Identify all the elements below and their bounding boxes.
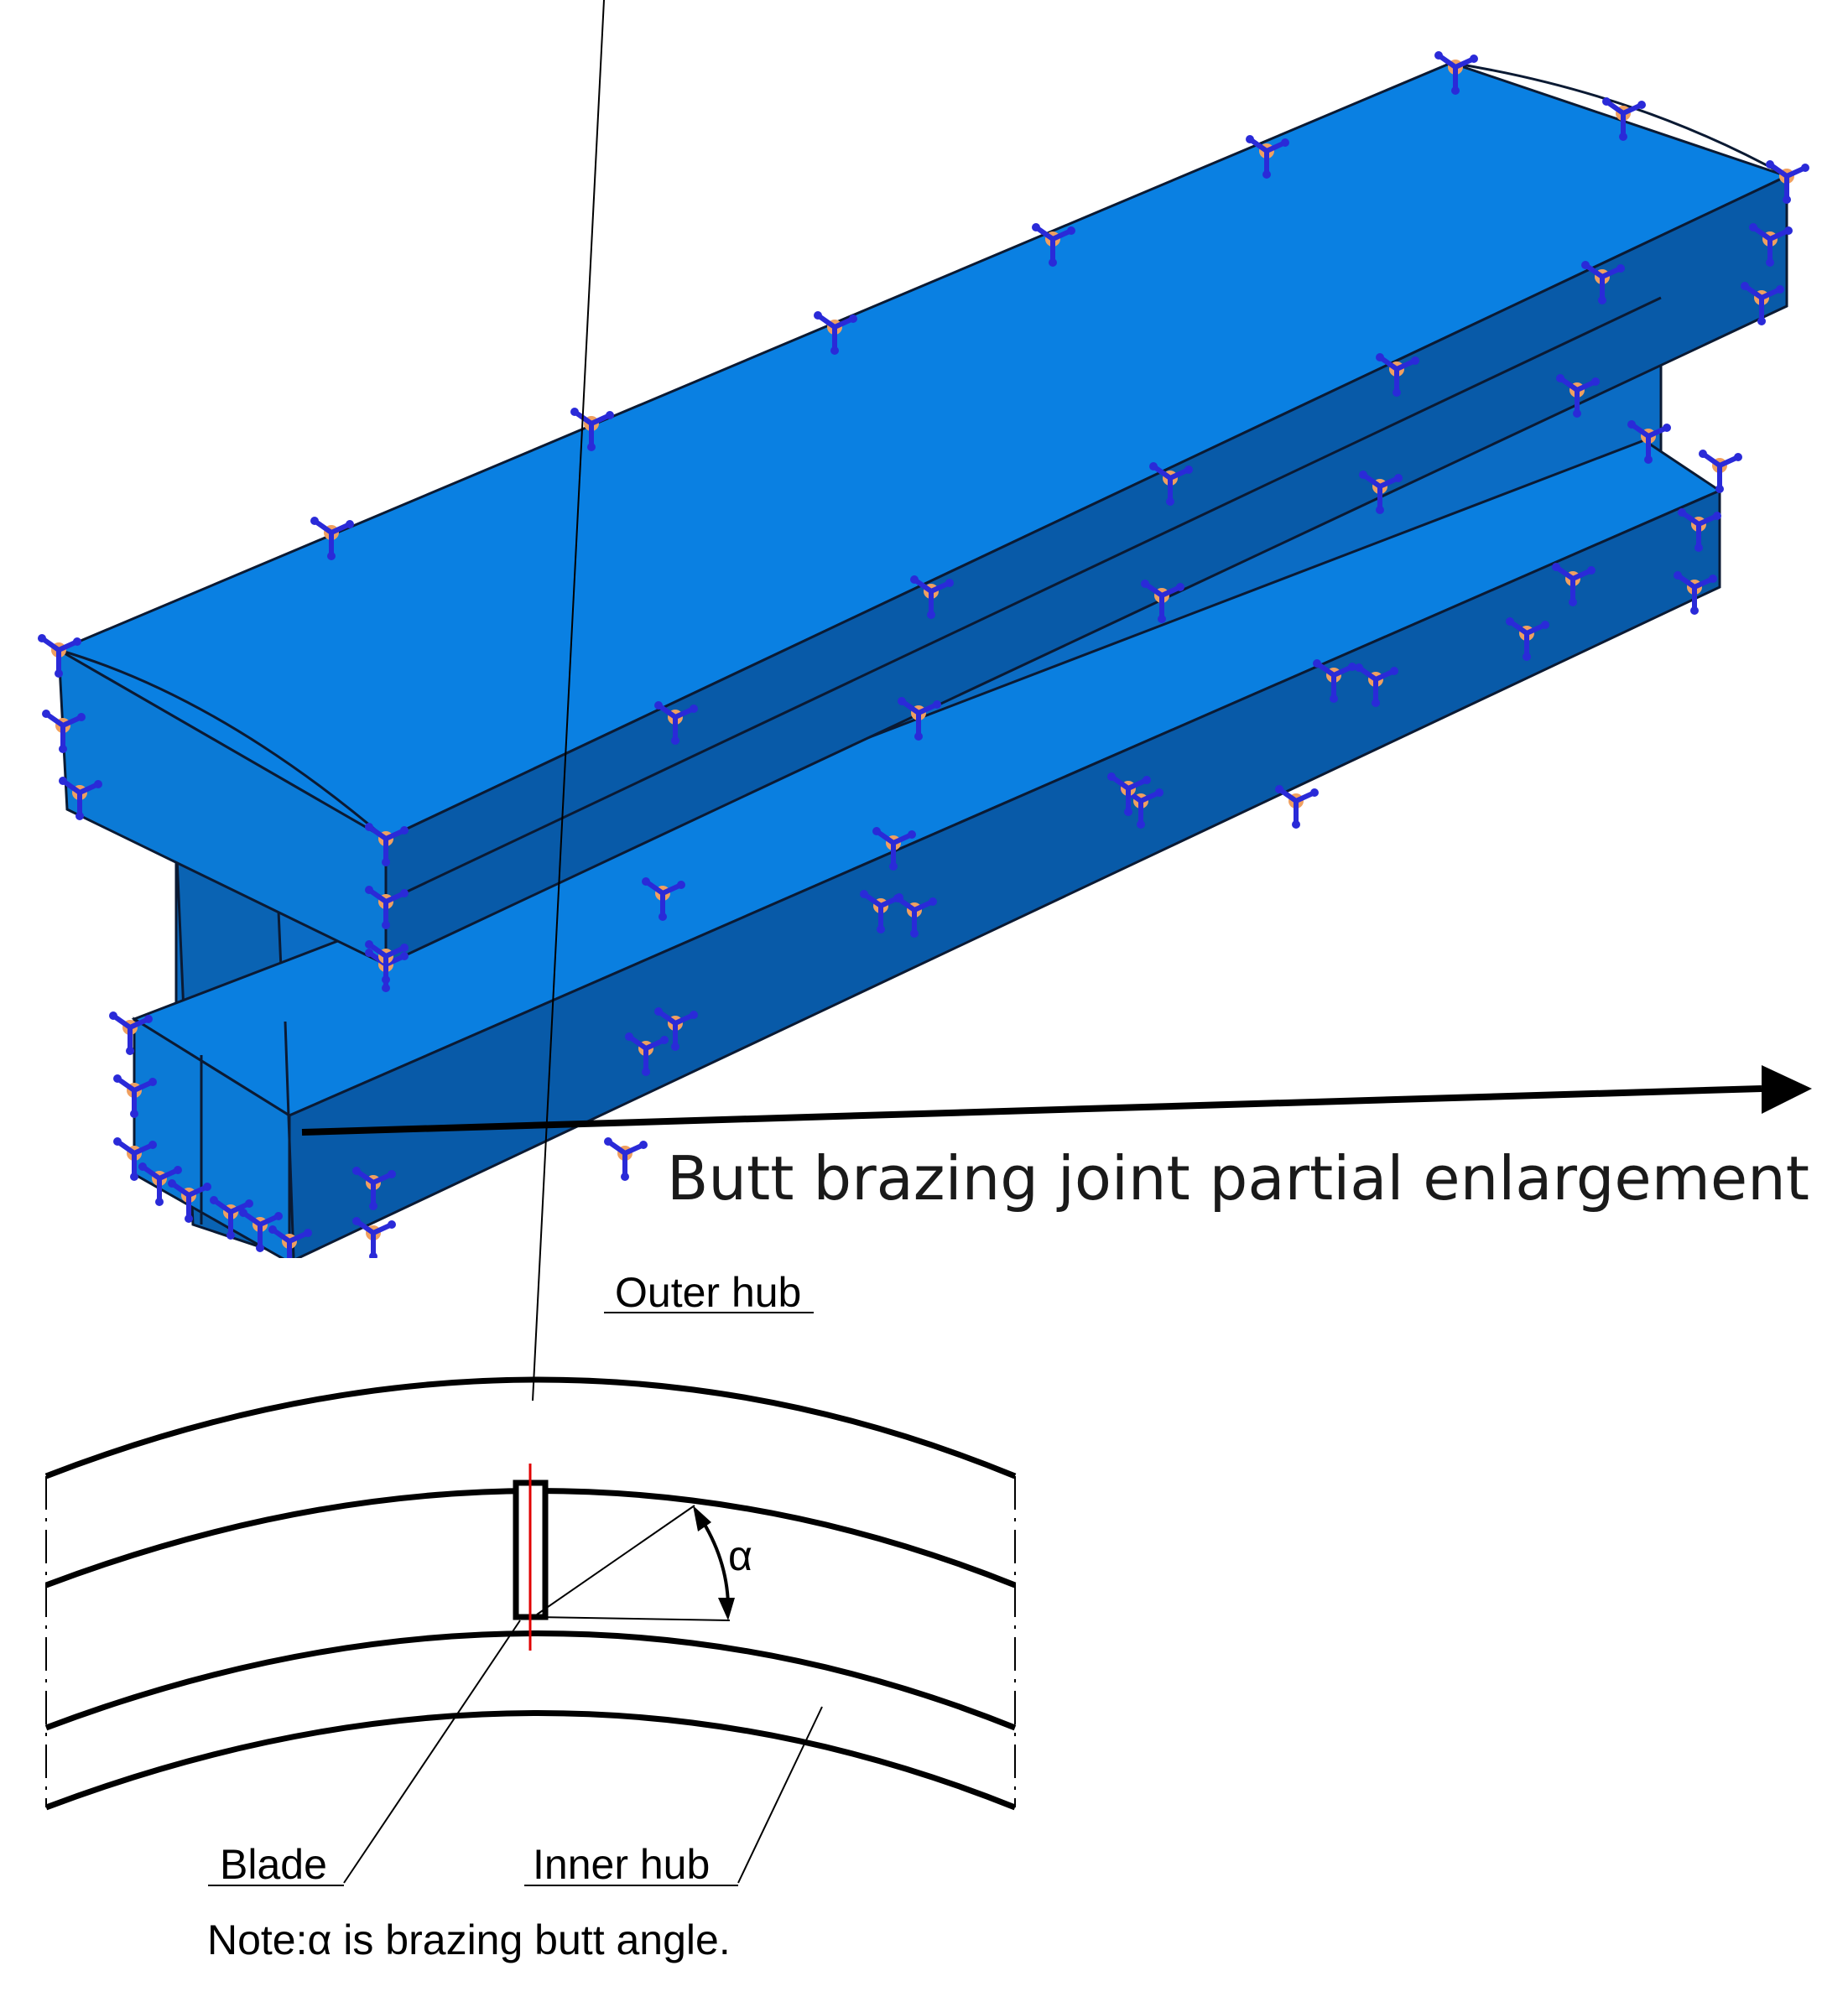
callout-arrow-shaft: [301, 1085, 1762, 1136]
bc-marker: [109, 1011, 153, 1055]
bc-marker: [113, 1074, 157, 1118]
bc-marker: [239, 1209, 283, 1252]
bc-marker: [654, 701, 698, 745]
bc-marker: [1678, 508, 1721, 552]
angle-ray-upper: [536, 1505, 695, 1615]
boundary-condition-markers: [38, 51, 1809, 1269]
bc-marker: [625, 1032, 669, 1076]
bc-marker: [138, 1162, 182, 1206]
bc-marker: [210, 1196, 253, 1240]
outer-hub-leader: [532, 0, 605, 1401]
bc-marker: [1434, 51, 1478, 95]
model-crop: [0, 1258, 1848, 2002]
bc-marker: [1359, 471, 1403, 514]
blade-label: Blade: [220, 1841, 327, 1888]
angle-label: α: [728, 1532, 752, 1579]
bc-marker: [352, 1167, 396, 1210]
blade-leader: [343, 1620, 521, 1884]
callout-arrow: [301, 1065, 1812, 1136]
upper-flange-mid-line: [385, 296, 1662, 903]
bc-marker: [365, 940, 409, 984]
note-text: Note:α is brazing butt angle.: [207, 1916, 731, 1963]
bc-marker: [1627, 420, 1671, 464]
bc-marker: [1107, 772, 1151, 816]
bc-marker: [1275, 785, 1319, 829]
angle-arrow-bottom: [718, 1598, 735, 1620]
bc-marker: [814, 311, 857, 355]
callout-label: Butt brazing joint partial enlargement: [667, 1143, 1809, 1214]
bc-marker: [872, 827, 916, 871]
lower-flange-split-2: [284, 1021, 295, 1259]
bc-marker: [1552, 563, 1596, 606]
bc-marker: [1581, 261, 1625, 304]
bc-marker: [1749, 223, 1793, 267]
bc-marker: [1741, 282, 1784, 325]
inner-hub-outer-arc: [44, 1630, 1017, 1731]
brazing-drawing: [44, 0, 1017, 1886]
outer-hub-outer-arc: [44, 1376, 1017, 1479]
bc-marker: [59, 777, 102, 820]
bc-marker: [1699, 450, 1742, 493]
bc-marker: [1120, 785, 1163, 829]
upper-flange-back-curve: [1450, 61, 1788, 178]
bc-marker: [42, 710, 86, 753]
inner-hub-label: Inner hub: [533, 1841, 710, 1888]
bc-marker: [654, 1007, 698, 1051]
angle-ray-lower: [536, 1616, 731, 1621]
bc-marker: [898, 697, 941, 741]
bc-marker: [38, 634, 81, 678]
bc-marker: [860, 890, 903, 933]
bc-marker: [1674, 571, 1717, 615]
angle-arrow-top: [693, 1505, 711, 1531]
inner-hub-inner-arc: [44, 1710, 1017, 1811]
bc-marker: [1141, 580, 1184, 623]
bc-marker: [1246, 135, 1289, 179]
callout-arrow-head: [1762, 1065, 1812, 1114]
bc-marker: [1602, 97, 1646, 141]
bc-marker: [365, 823, 409, 866]
bc-marker: [1376, 353, 1419, 397]
bc-marker: [1149, 462, 1193, 506]
bc-marker: [604, 1137, 648, 1181]
bc-marker: [310, 517, 354, 560]
bc-marker: [642, 877, 685, 921]
fe-model: [38, 51, 1809, 1269]
bc-marker: [113, 1137, 157, 1181]
bc-marker: [1766, 160, 1809, 204]
bc-marker: [1313, 659, 1356, 703]
outer-hub-label: Outer hub: [615, 1269, 801, 1316]
upper-flange-top-curve: [58, 648, 387, 840]
bc-marker: [168, 1179, 211, 1223]
inner-hub-leader: [737, 1706, 823, 1884]
bc-marker: [910, 575, 954, 619]
bc-marker: [365, 886, 409, 929]
bc-marker: [1032, 223, 1075, 267]
bc-marker: [1355, 663, 1398, 707]
bc-marker: [1506, 617, 1549, 661]
bc-marker: [1556, 374, 1600, 418]
